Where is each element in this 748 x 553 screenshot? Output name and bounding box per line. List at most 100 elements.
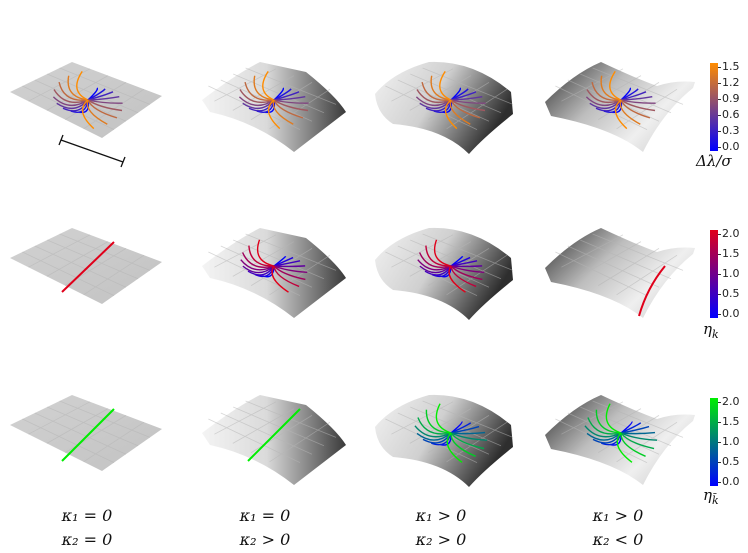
field-line: [273, 265, 306, 281]
field-line: [425, 245, 452, 267]
field-line: [247, 408, 301, 462]
panel-eta-kbar-saddle: [545, 395, 695, 485]
field-lines: [415, 71, 486, 130]
field-lines: [238, 71, 309, 130]
field-line: [238, 96, 275, 106]
surface-grid: [22, 233, 151, 296]
field-line: [416, 89, 452, 104]
field-line: [430, 432, 452, 446]
field-line: [600, 75, 622, 101]
field-line: [61, 408, 115, 462]
panel-eta-k-saddle: [545, 228, 695, 318]
field-line: [450, 265, 483, 281]
colorbar-label-eta-k: ηk: [703, 320, 719, 341]
colorbar-eta-k: [710, 230, 718, 318]
field-line: [450, 99, 486, 104]
field-line: [620, 95, 653, 101]
field-line: [241, 252, 275, 268]
field-lines: [414, 403, 488, 463]
field-line: [430, 75, 452, 101]
colorbar-lambda: [710, 63, 718, 151]
colorbar-tick-label: 1.5: [722, 247, 740, 260]
field-line: [600, 432, 622, 446]
surface: [545, 228, 695, 318]
field-line: [614, 99, 628, 130]
field-line: [446, 432, 463, 463]
field-line: [425, 99, 452, 112]
colorbar-tick-label: 0.6: [722, 108, 740, 121]
field-line: [616, 432, 633, 463]
field-line: [87, 99, 123, 104]
field-line: [620, 99, 656, 104]
field-line: [67, 75, 89, 101]
field-line: [587, 417, 622, 435]
colorbar-tick-label: 2.0: [722, 395, 740, 408]
panel-lambda-cylinder: [202, 62, 346, 152]
colorbar-tick-label: 0.0: [722, 140, 740, 153]
field-line: [273, 95, 306, 101]
field-lines: [584, 403, 658, 463]
colorbar-tick-mark: [718, 147, 721, 148]
colorbar-tick-label: 0.0: [722, 475, 740, 488]
field-lines: [240, 239, 308, 293]
field-line: [418, 252, 452, 268]
field-line: [595, 409, 622, 434]
field-line: [620, 99, 656, 112]
panel-lambda-flat: [10, 62, 162, 138]
colorbar-tick-mark: [718, 67, 721, 68]
colorbar-tick-mark: [718, 294, 721, 295]
field-line: [448, 265, 466, 293]
surface-grid: [385, 233, 514, 296]
panel-eta-k-flat: [10, 228, 162, 304]
field-line: [52, 96, 89, 106]
panel-lambda-sphere: [375, 61, 514, 154]
field-line: [267, 99, 281, 130]
field-line: [450, 432, 488, 441]
field-line: [416, 432, 452, 441]
field-line: [435, 403, 452, 434]
colorbar-tick-mark: [718, 254, 721, 255]
panel-lambda-saddle: [545, 62, 695, 152]
colorbar-tick-mark: [718, 99, 721, 100]
field-line: [262, 71, 275, 101]
field-line: [417, 417, 452, 435]
field-line: [638, 265, 666, 317]
colorbar-tick-label: 0.0: [722, 307, 740, 320]
colorbar-tick-label: 2.0: [722, 227, 740, 240]
field-line: [605, 403, 622, 434]
surface-grid: [555, 233, 684, 296]
surface-grid: [208, 400, 337, 463]
field-line: [415, 96, 452, 106]
colorbar-tick-mark: [718, 131, 721, 132]
panel-eta-kbar-flat: [10, 395, 162, 471]
panel-eta-k-cylinder: [202, 228, 346, 318]
surface: [10, 395, 162, 471]
field-line: [273, 265, 308, 274]
surface: [202, 228, 346, 318]
field-line: [450, 265, 485, 274]
field-line: [256, 239, 275, 267]
colorbar-tick-mark: [718, 462, 721, 463]
field-line: [62, 99, 89, 112]
field-line: [433, 239, 452, 267]
field-line: [444, 99, 458, 130]
field-line: [450, 432, 476, 457]
field-line: [449, 99, 471, 125]
colorbar-tick-mark: [718, 83, 721, 84]
field-line: [244, 81, 275, 102]
field-line: [450, 99, 481, 119]
field-line: [585, 96, 622, 106]
field-line: [86, 99, 108, 125]
colorbar-tick-label: 0.5: [722, 287, 740, 300]
field-line: [87, 99, 123, 112]
colorbar-tick-label: 1.2: [722, 76, 740, 89]
colorbar-tick-label: 1.5: [722, 415, 740, 428]
field-line: [421, 81, 452, 102]
field-line: [61, 241, 115, 293]
field-line: [450, 265, 477, 288]
field-line: [584, 425, 622, 438]
